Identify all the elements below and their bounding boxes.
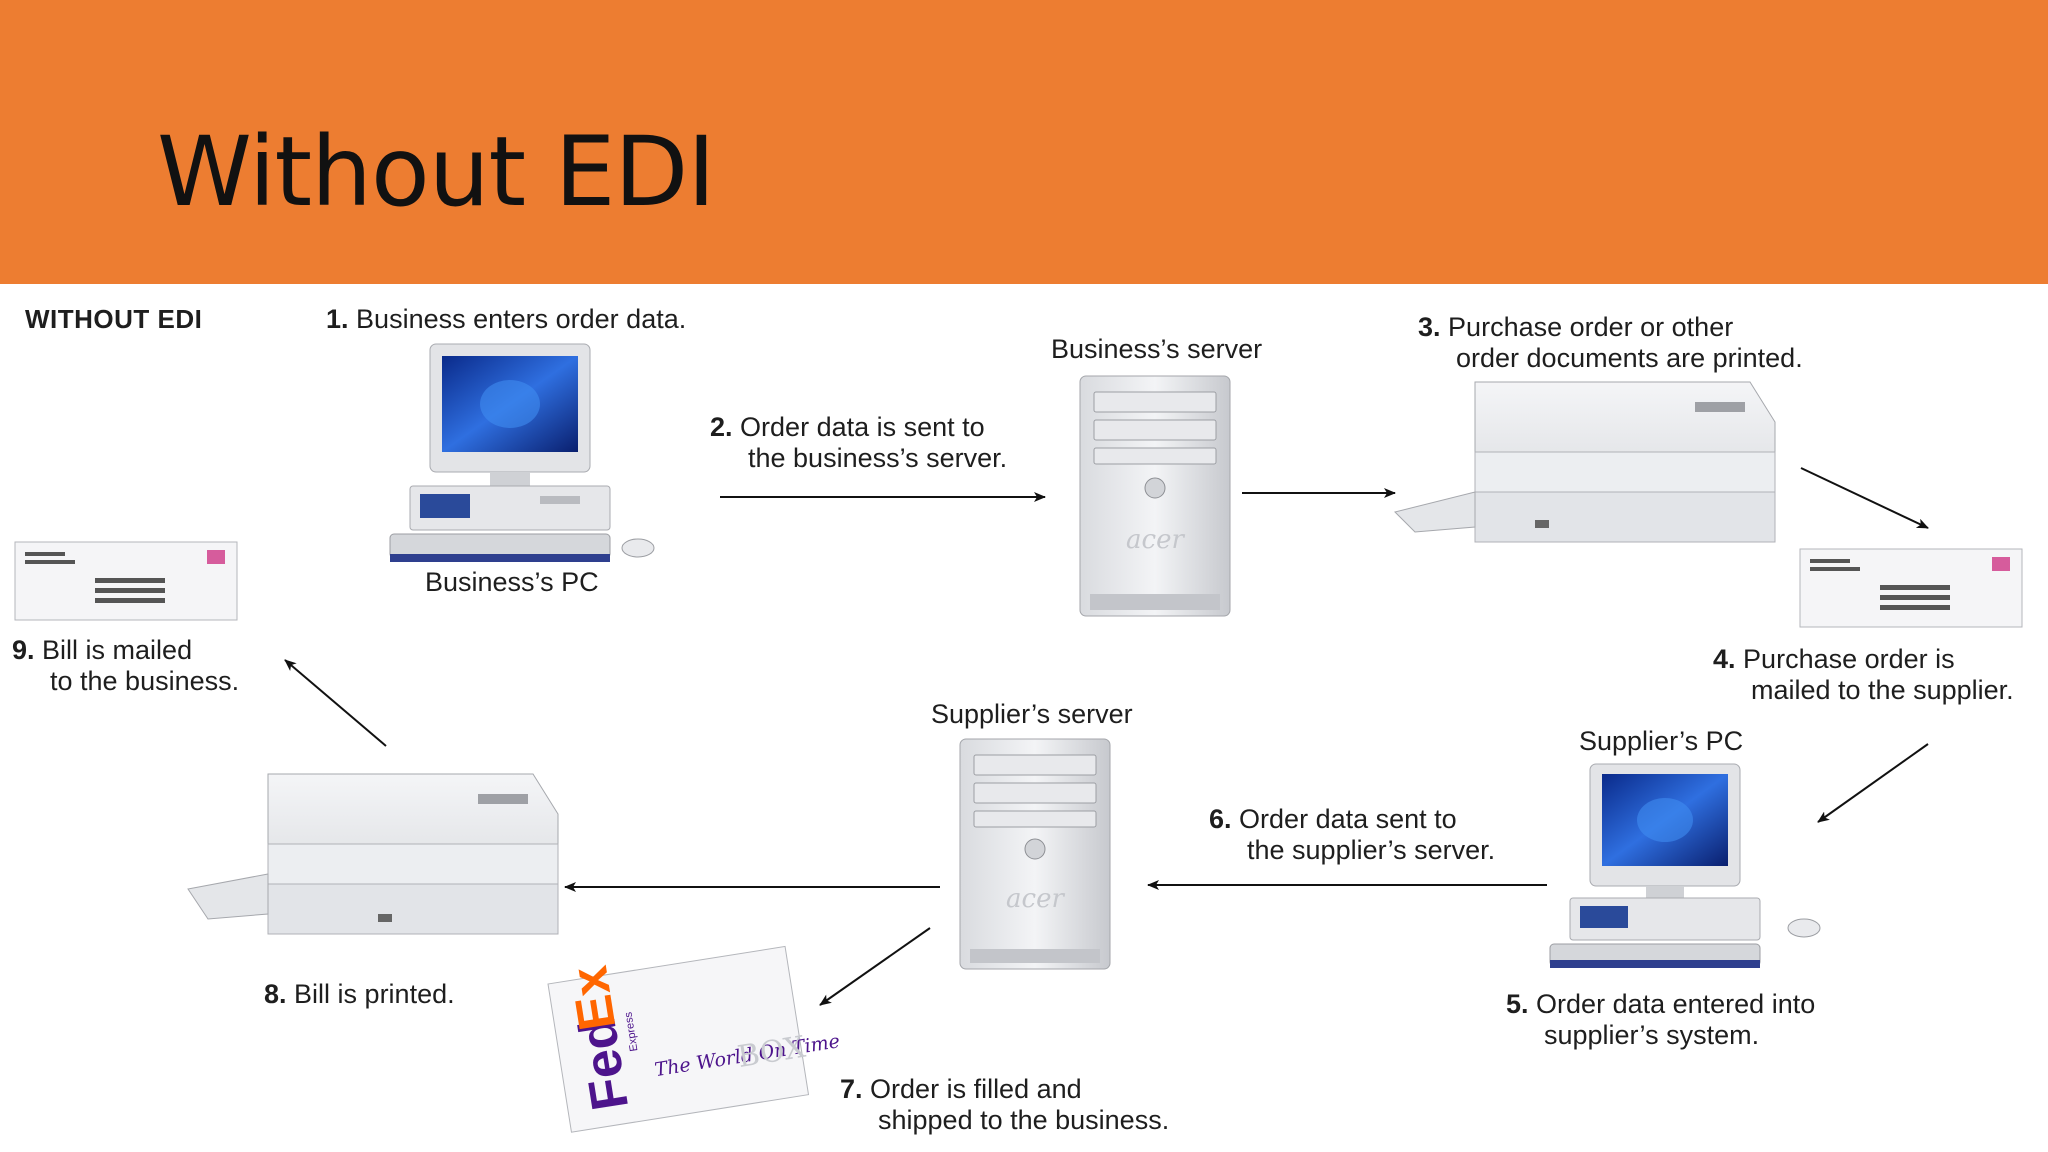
- business-server-label: Business’s server: [1051, 334, 1263, 364]
- fedex-package-icon: Fed Ex Express The World On Time BOX: [547, 945, 841, 1133]
- edi-diagram: acer: [0, 284, 2048, 1152]
- step-9-label: 9. Bill is mailed to the business.: [12, 635, 240, 696]
- arrow-icon: [1800, 467, 1929, 529]
- diagram-graphics: acer: [14, 343, 2023, 1133]
- supplier-server-icon: acer: [959, 738, 1111, 970]
- supplier-pc-label: Supplier’s PC: [1579, 726, 1744, 756]
- business-pc-label: Business’s PC: [425, 567, 599, 597]
- step-5-label: 5. Order data entered into supplier’s sy…: [1506, 989, 1816, 1050]
- step-7-label: 7. Order is filled and shipped to the bu…: [840, 1074, 1170, 1135]
- svg-text:acer: acer: [1126, 525, 1185, 555]
- printer-icon-bottom: [187, 773, 559, 935]
- business-pc-icon: [389, 343, 655, 562]
- svg-text:Ex: Ex: [560, 962, 627, 1034]
- envelope-icon-right: [1799, 548, 2023, 628]
- supplier-pc-icon: [1549, 763, 1821, 968]
- step-3-label: 3. Purchase order or other order documen…: [1418, 312, 1803, 373]
- supplier-server-label: Supplier’s server: [931, 699, 1133, 729]
- arrow-icon: [1817, 743, 1929, 823]
- arrow-icon: [819, 927, 931, 1006]
- arrow-icon: [284, 659, 387, 747]
- svg-text:Fed: Fed: [568, 1014, 640, 1114]
- step-2-label: 2. Order data is sent to the business’s …: [710, 412, 1008, 473]
- diagram-heading: WITHOUT EDI: [25, 304, 203, 334]
- step-6-label: 6. Order data sent to the supplier’s ser…: [1209, 804, 1496, 865]
- step-1-label: 1. Business enters order data.: [326, 304, 687, 334]
- step-8-label: 8. Bill is printed.: [264, 979, 455, 1009]
- business-server-icon: acer: [1079, 375, 1231, 617]
- svg-text:acer: acer: [1006, 884, 1065, 914]
- envelope-icon-left: [14, 541, 238, 621]
- slide-title: Without EDI: [157, 116, 716, 228]
- title-banner: Without EDI: [0, 0, 2048, 284]
- step-4-label: 4. Purchase order is mailed to the suppl…: [1713, 644, 2014, 705]
- printer-icon-top: [1394, 381, 1776, 543]
